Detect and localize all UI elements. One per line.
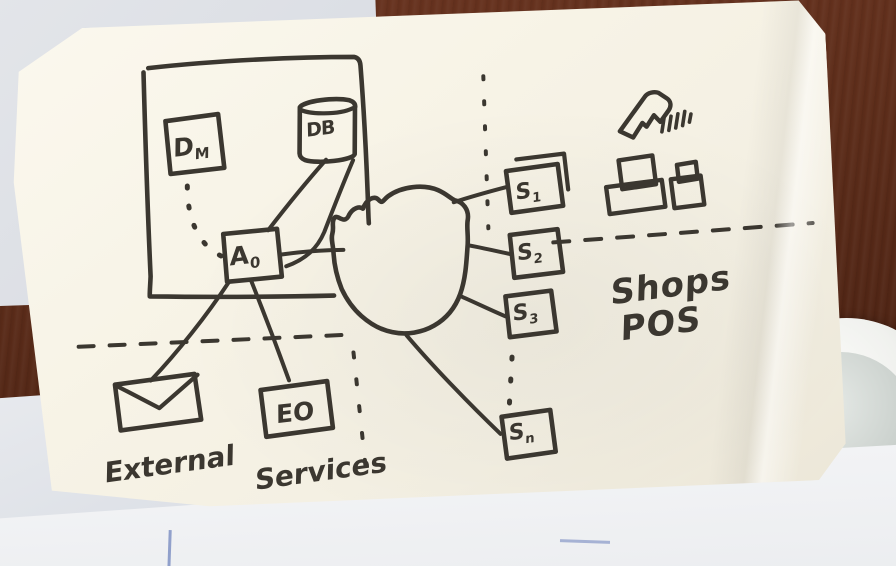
label-s1-main: S	[515, 178, 532, 206]
db-cylinder-top-ellipse	[300, 106, 353, 115]
edge-cloud-to-s3	[460, 293, 505, 319]
label-sn: Sn	[509, 418, 535, 449]
label-s2: S2	[517, 238, 543, 269]
edge-a-to-eo	[251, 279, 289, 383]
edge-a-to-db	[264, 160, 330, 231]
label-dm: DM	[173, 130, 210, 167]
label-dm-main: D	[173, 131, 194, 163]
label-s3: S3	[512, 298, 538, 329]
label-s3-sub: 3	[529, 311, 539, 328]
label-sn-sub: n	[525, 430, 535, 447]
dotted-arc-dm-a	[187, 184, 221, 258]
label-dm-sub: M	[194, 143, 210, 164]
label-sn-main: S	[508, 419, 525, 447]
label-s2-sub: 2	[533, 250, 543, 268]
label-a-sub: 0	[249, 253, 261, 273]
sketch-paper-sheet: DM DB A0 S1 S2 S3 Sn EO Shops POS Extern…	[0, 0, 852, 532]
label-db: DB	[306, 116, 335, 142]
vertical-dots-s	[506, 357, 515, 409]
shops-pos-divider-vertical	[479, 76, 492, 228]
edge-cloud-to-s2	[469, 243, 510, 256]
label-s3-main: S	[512, 299, 529, 327]
label-a: A0	[230, 239, 261, 275]
label-s1: S1	[515, 177, 541, 209]
edge-cloud-to-s1	[453, 187, 507, 202]
label-s2-main: S	[516, 239, 533, 267]
external-services-divider	[79, 331, 349, 351]
edge-cloud-to-sn	[407, 330, 501, 439]
label-s1-sub: 1	[532, 189, 542, 207]
barcode-scanner-icon	[618, 91, 673, 138]
shops-pos-divider	[553, 223, 813, 242]
label-a-main: A	[229, 240, 250, 272]
cloud-shape	[329, 184, 475, 338]
label-eo: EO	[275, 395, 315, 430]
